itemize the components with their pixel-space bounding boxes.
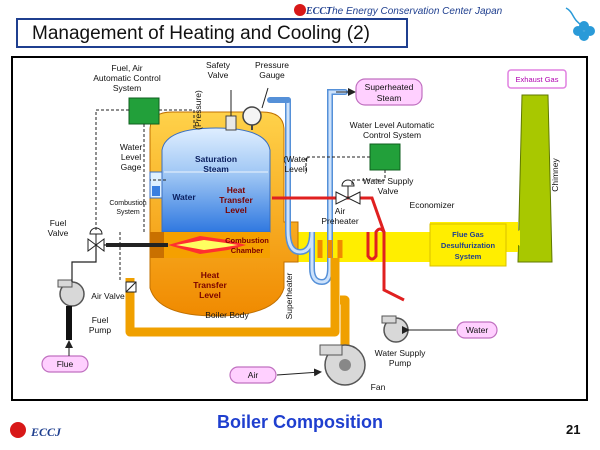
pressure-gauge-icon (242, 87, 269, 130)
air-duct (125, 258, 350, 345)
flame-logo-icon (10, 4, 306, 438)
svg-text:System: System (455, 252, 482, 261)
page-number: 21 (566, 422, 581, 437)
organization-name: The Energy Conservation Center Japan (326, 6, 503, 17)
steam-drum (161, 127, 271, 233)
heat-transfer-lower-label-3: Level (199, 290, 221, 300)
pressure-gauge-label-2: Gauge (259, 70, 285, 80)
fuel-pump-label-2: Pump (89, 325, 111, 335)
water-supply-pipe (272, 196, 405, 302)
water-supply-valve-label-1: Water Supply (363, 176, 414, 186)
heat-transfer-lower-label-1: Heat (201, 270, 220, 280)
boiler-body-label: Boiler Body (205, 310, 249, 320)
eccj-header-logo: ECCJ (306, 6, 332, 17)
saturation-steam-label-1: Saturation (195, 154, 237, 164)
safety-valve-label-1: Safety (206, 60, 231, 70)
fuel-air-control-label-3: System (113, 83, 141, 93)
exhaust-gas-tag: Exhaust Gas (507, 69, 567, 89)
fuel-air-control-label-1: Fuel, Air (111, 63, 142, 73)
air-inlet-tag: Air (229, 366, 277, 384)
heat-transfer-upper-label-3: Level (225, 205, 247, 215)
fuel-air-control-label-2: Automatic Control (93, 73, 161, 83)
svg-text:Flue Gas: Flue Gas (452, 230, 484, 239)
water-supply-pump-label-2: Pump (389, 358, 411, 368)
heat-transfer-lower-label-2: Transfer (193, 280, 227, 290)
svg-text:Water: Water (466, 325, 489, 335)
economizer-label: Economizer (410, 200, 455, 210)
heat-transfer-upper-label-1: Heat (227, 185, 246, 195)
safety-valve-icon (225, 90, 237, 131)
superheated-steam-tag: Superheated Steam (355, 78, 423, 106)
combustion-chamber (106, 232, 270, 258)
pressure-gauge-label-1: Pressure (255, 60, 289, 70)
water-level-gage-label-2: Level (121, 152, 141, 162)
fan-label: Fan (371, 382, 386, 392)
svg-text:Desulfurization: Desulfurization (441, 241, 496, 250)
combustion-chamber-label-1: Combustion (225, 236, 269, 245)
water-level-control-box (369, 143, 401, 171)
chimney-label: Chimney (550, 157, 560, 191)
flue-tag: Flue (41, 355, 89, 373)
combustion-system-label-1: Combustion (109, 200, 146, 207)
pressure-label: (Pressure) (193, 90, 203, 130)
water-supply-pump-label-1: Water Supply (375, 348, 426, 358)
superheater-label: Superheater (284, 272, 294, 319)
water-level-control-label-2: Control System (363, 130, 421, 140)
heat-transfer-upper-label-2: Transfer (219, 195, 253, 205)
saturation-steam-label-2: Steam (203, 164, 229, 174)
water-label: Water (172, 192, 196, 202)
svg-text:Flue: Flue (57, 359, 74, 369)
svg-text:Superheated: Superheated (365, 82, 414, 92)
eccj-footer-logo: ECCJ (31, 425, 62, 439)
water-level-gage (149, 171, 163, 199)
leaf-logo-icon (565, 7, 595, 41)
fuel-valve-label-1: Fuel (50, 218, 67, 228)
fuel-pump-label-1: Fuel (92, 315, 109, 325)
caption: Boiler Composition (217, 412, 383, 432)
water-level-gage-label-1: Water (120, 142, 143, 152)
svg-text:Exhaust Gas: Exhaust Gas (516, 75, 559, 84)
slide-title: Management of Heating and Cooling (2) (16, 18, 408, 48)
diagram-frame (11, 56, 588, 401)
water-level-control-label-1: Water Level Automatic (350, 120, 435, 130)
air-preheater-coil (317, 240, 343, 258)
water-level-label-1: (Water (283, 154, 308, 164)
water-supply-pump-icon (381, 315, 456, 343)
fan-icon (319, 344, 366, 386)
fuel-air-control-box (128, 97, 160, 125)
water-level-label-2: Level) (284, 164, 307, 174)
fuel-valve (87, 227, 105, 252)
combustion-chamber-label-2: Chamber (231, 246, 264, 255)
fuel-valve-label-2: Valve (48, 228, 69, 238)
safety-valve-label-2: Valve (208, 70, 229, 80)
water-supply-valve (335, 179, 361, 205)
air-preheater-label-1: Air (335, 206, 346, 216)
svg-text:Steam: Steam (377, 93, 402, 103)
water-inlet-tag: Water (456, 321, 498, 339)
flue-gas-desulfurization-box: Flue Gas Desulfurization System (429, 223, 507, 267)
water-level-gage-label-3: Gage (121, 162, 142, 172)
control-signal-lines (95, 109, 386, 282)
air-inlet-arrow (276, 368, 322, 377)
air-valve-label: Air Valve (91, 291, 125, 301)
combustion-system-label-2: System (116, 209, 140, 216)
water-supply-valve-label-2: Valve (378, 186, 399, 196)
fuel-pump-icon (57, 279, 85, 340)
svg-text:Air: Air (248, 370, 259, 380)
chimney (517, 94, 553, 263)
superheater-pipe (267, 89, 348, 286)
air-valve-damper (125, 281, 137, 293)
air-preheater-label-2: Preheater (321, 216, 358, 226)
